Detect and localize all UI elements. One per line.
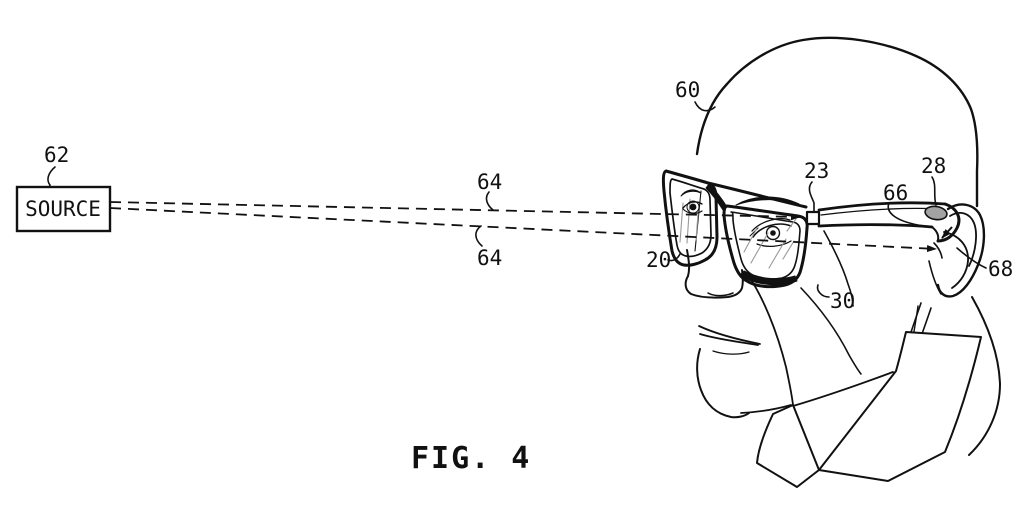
- temple-tip-inner: [931, 226, 940, 241]
- right-eye-crease: [751, 217, 791, 232]
- sideburn-line: [823, 230, 854, 307]
- glasses: [661, 169, 961, 289]
- ref-20-left-lens: 20: [646, 248, 671, 272]
- ref-66-temple-tip: 66: [883, 181, 908, 205]
- head-outline: [695, 36, 979, 208]
- leader-64-upper: [485, 191, 494, 211]
- leader-68: [956, 247, 987, 269]
- ref-23-front-sensor: 23: [804, 159, 829, 183]
- ear-outer: [936, 203, 986, 298]
- cheek-fold: [747, 274, 794, 406]
- ear-front-edge: [928, 260, 942, 295]
- ref-28-temple-sensor: 28: [921, 154, 946, 178]
- leader-66: [887, 202, 925, 227]
- ref-60-head: 60: [675, 78, 700, 102]
- signal-rays: [109, 201, 953, 253]
- leader-62: [47, 166, 56, 190]
- ref-30-right-lens: 30: [830, 289, 855, 313]
- ray-lower-dashed: [109, 207, 937, 253]
- figure-caption: FIG. 4: [411, 441, 531, 476]
- right-eye-upper-lid: [752, 223, 792, 238]
- mouth-upper-line: [698, 325, 761, 345]
- shoulder-outline: [968, 296, 1001, 456]
- left-eyebrow: [680, 189, 702, 197]
- temple-sensor-oval: [924, 205, 948, 221]
- nostril-line: [707, 292, 734, 297]
- ref-68-ear: 68: [988, 257, 1013, 281]
- leader-20: [667, 253, 681, 262]
- ref-64-ray-lower: 64: [477, 246, 502, 270]
- face-edge: [686, 249, 691, 277]
- left-eye-iris: [686, 200, 700, 214]
- temple-arm-top-inner: [820, 207, 943, 216]
- temple-tip: [936, 202, 961, 243]
- ear-canal-arrow: [941, 226, 953, 239]
- ref-64-ray-upper: 64: [477, 170, 502, 194]
- right-eyebrow: [735, 196, 800, 206]
- lower-lip-line: [712, 350, 750, 355]
- shoulder-fold-line: [792, 371, 894, 407]
- source-box-label: SOURCE: [25, 197, 101, 221]
- right-eye-iris: [765, 225, 781, 241]
- right-lens-frame-outer: [722, 204, 809, 289]
- left-shoulder-line: [740, 404, 792, 414]
- collar-right-flap: [818, 331, 982, 482]
- right-lens-reflections: [743, 218, 797, 269]
- leader-30: [816, 284, 830, 298]
- left-lens-face-line: [694, 190, 702, 252]
- temple-arm-top: [817, 201, 947, 212]
- nose-outline: [684, 269, 744, 299]
- right-lens-bottom-shade: [739, 270, 798, 286]
- source-box: SOURCE: [15, 185, 112, 233]
- brow-bar: [706, 181, 808, 209]
- right-lens-frame-inner: [730, 211, 801, 280]
- jaw-line: [800, 287, 862, 375]
- ref-62-source: 62: [44, 143, 69, 167]
- right-eye-lower-lid: [756, 240, 792, 248]
- source-box-rect: [15, 185, 112, 233]
- leader-28: [931, 176, 937, 206]
- leader-lines: [47, 101, 987, 298]
- left-eye-pupil: [689, 203, 697, 211]
- ear-helix-inner: [949, 212, 977, 267]
- ray-upper-dashed: [109, 201, 801, 221]
- ear-tragus: [933, 242, 943, 259]
- left-lens-reflections: [679, 198, 699, 244]
- leader-60: [694, 101, 716, 112]
- left-lens-frame-inner: [669, 178, 712, 258]
- hinge-sensor-square: [805, 210, 821, 226]
- ear-antihelix: [943, 231, 969, 289]
- right-eye-pupil: [770, 230, 776, 236]
- left-eye-upper-lid: [682, 201, 703, 209]
- mouth-lower-line: [699, 333, 759, 346]
- chin-outline: [696, 348, 750, 419]
- leader-64-lower: [475, 225, 483, 247]
- leader-23: [808, 181, 815, 212]
- collar-left-flap: [756, 404, 820, 488]
